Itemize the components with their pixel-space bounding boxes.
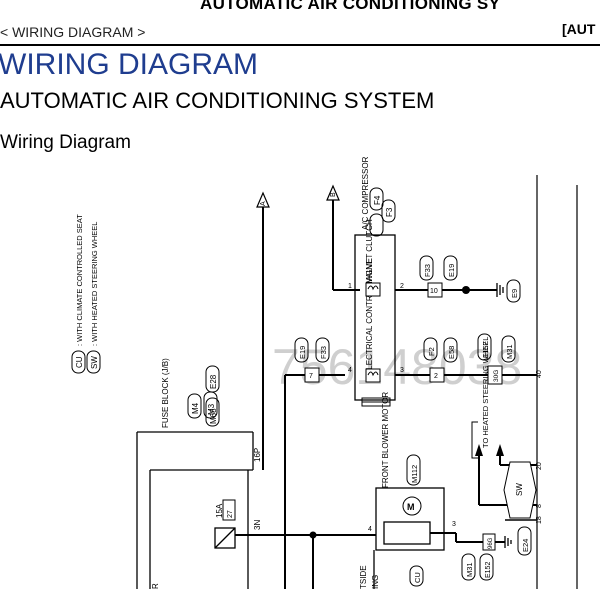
legend-sw-text: : WITH HEATED STEERING WHEEL (90, 222, 99, 346)
blower-label: FRONT BLOWER MOTOR (381, 392, 390, 488)
svg-text:8: 8 (536, 504, 543, 508)
fuse-block-code-m4: M4 (191, 402, 200, 414)
svg-text:18: 18 (536, 516, 543, 524)
svg-text:1: 1 (348, 283, 352, 290)
watermark: 756148038 (272, 339, 522, 395)
svg-text:E152: E152 (485, 562, 492, 578)
fuse-block-pin: 16P (253, 448, 262, 462)
svg-text:E9: E9 (510, 289, 519, 298)
svg-text:30G: 30G (493, 370, 500, 382)
bottom-fragment: TSIDE (359, 565, 368, 589)
arrow-b: B (326, 184, 360, 291)
breadcrumb[interactable]: < WIRING DIAGRAM > (0, 24, 146, 40)
fuse-block-code-m3: M3 (207, 403, 216, 415)
bottom-fragment: R (151, 583, 160, 589)
svg-text:F2: F2 (427, 347, 436, 356)
page-title: WIRING DIAGRAM (0, 48, 258, 81)
connector-7: 7 E19 F33 (294, 337, 330, 383)
system-title: AUTOMATIC AIR CONDITIONING SYSTEM (0, 88, 435, 113)
svg-text:F33: F33 (423, 264, 432, 277)
heated-steering-branch: TO HEATED STEERING WHEEL SW 20 8 18 (471, 337, 543, 524)
splice (462, 286, 470, 294)
svg-text:10: 10 (430, 288, 438, 295)
header-top-title: AUTOMATIC AIR CONDITIONING SY (200, 0, 501, 13)
svg-text:M: M (407, 502, 415, 512)
connector-10: 10 F33 E19 (419, 255, 458, 298)
svg-text:E19: E19 (298, 346, 307, 359)
connector-30g: 30G E152 M31 40 (477, 333, 543, 385)
magnet-clutch-label: MAGNET CLUTCH (365, 219, 374, 288)
svg-text:4: 4 (368, 526, 372, 533)
svg-text:M31: M31 (505, 344, 514, 359)
svg-text:M112: M112 (410, 465, 419, 483)
svg-text:E19: E19 (447, 264, 456, 277)
svg-text:F4: F4 (373, 195, 382, 205)
svg-text:B: B (330, 192, 337, 197)
fuse-15a: 15A 27 3N (214, 470, 372, 589)
header-right-tag: [AUT (562, 21, 596, 37)
svg-text:F3: F3 (385, 207, 394, 217)
svg-text:15A: 15A (215, 503, 224, 518)
legend-sw-code: SW (90, 356, 99, 369)
svg-text:CU: CU (413, 572, 422, 583)
connector-2: 2 F2 E58 (423, 337, 458, 383)
svg-text:SW: SW (515, 483, 524, 496)
svg-text:E24: E24 (521, 539, 530, 552)
header-rule (0, 44, 600, 46)
svg-text:TO HEATED STEERING WHEEL: TO HEATED STEERING WHEEL (481, 337, 490, 448)
ecv-label: ELECTRICAL CONTROL VALVE (365, 258, 374, 375)
svg-text:3: 3 (400, 367, 404, 374)
fuse-block: FUSE BLOCK (J/B) M4 M3 E28 M68 16P (136, 358, 262, 589)
svg-text:M31: M31 (465, 562, 474, 577)
bottom-cu-badge: CU (409, 565, 424, 587)
legend-cu-code: CU (75, 356, 84, 368)
svg-text:3: 3 (452, 521, 456, 528)
section-title: Wiring Diagram (0, 132, 131, 153)
svg-text:3N: 3N (253, 520, 262, 530)
fuse-block-label: FUSE BLOCK (J/B) (161, 358, 170, 428)
svg-text:F33: F33 (319, 346, 328, 359)
svg-text:A: A (260, 201, 267, 206)
front-blower-motor: FRONT BLOWER MOTOR M112 M 4 3 96G E24 M3… (368, 392, 532, 581)
svg-text:2: 2 (400, 283, 404, 290)
fuse-block-code-e28: E28 (209, 374, 218, 389)
bottom-fragment: ING (371, 575, 380, 589)
svg-text:4: 4 (348, 367, 352, 374)
svg-text:40: 40 (536, 370, 543, 378)
svg-text:E58: E58 (447, 346, 456, 359)
arrow-a: A (256, 191, 270, 470)
legend-cu-text: : WITH CLIMATE CONTROLLED SEAT (75, 214, 84, 346)
svg-text:96G: 96G (488, 537, 494, 549)
svg-text:E152: E152 (483, 342, 490, 358)
fuse-block-code-m68: M68 (209, 408, 218, 424)
svg-text:2: 2 (434, 373, 438, 380)
svg-text:20: 20 (536, 462, 543, 470)
compressor-label: A/C COMPRESSOR (361, 156, 370, 230)
svg-text:7: 7 (309, 373, 313, 380)
legend: CU : WITH CLIMATE CONTROLLED SEAT SW : W… (71, 214, 101, 374)
compressor: A/C COMPRESSOR F4 F3 MAGNET CLUTCH ELECT… (348, 156, 404, 407)
svg-text:27: 27 (227, 510, 234, 518)
ground-e9: E9 (496, 279, 521, 303)
